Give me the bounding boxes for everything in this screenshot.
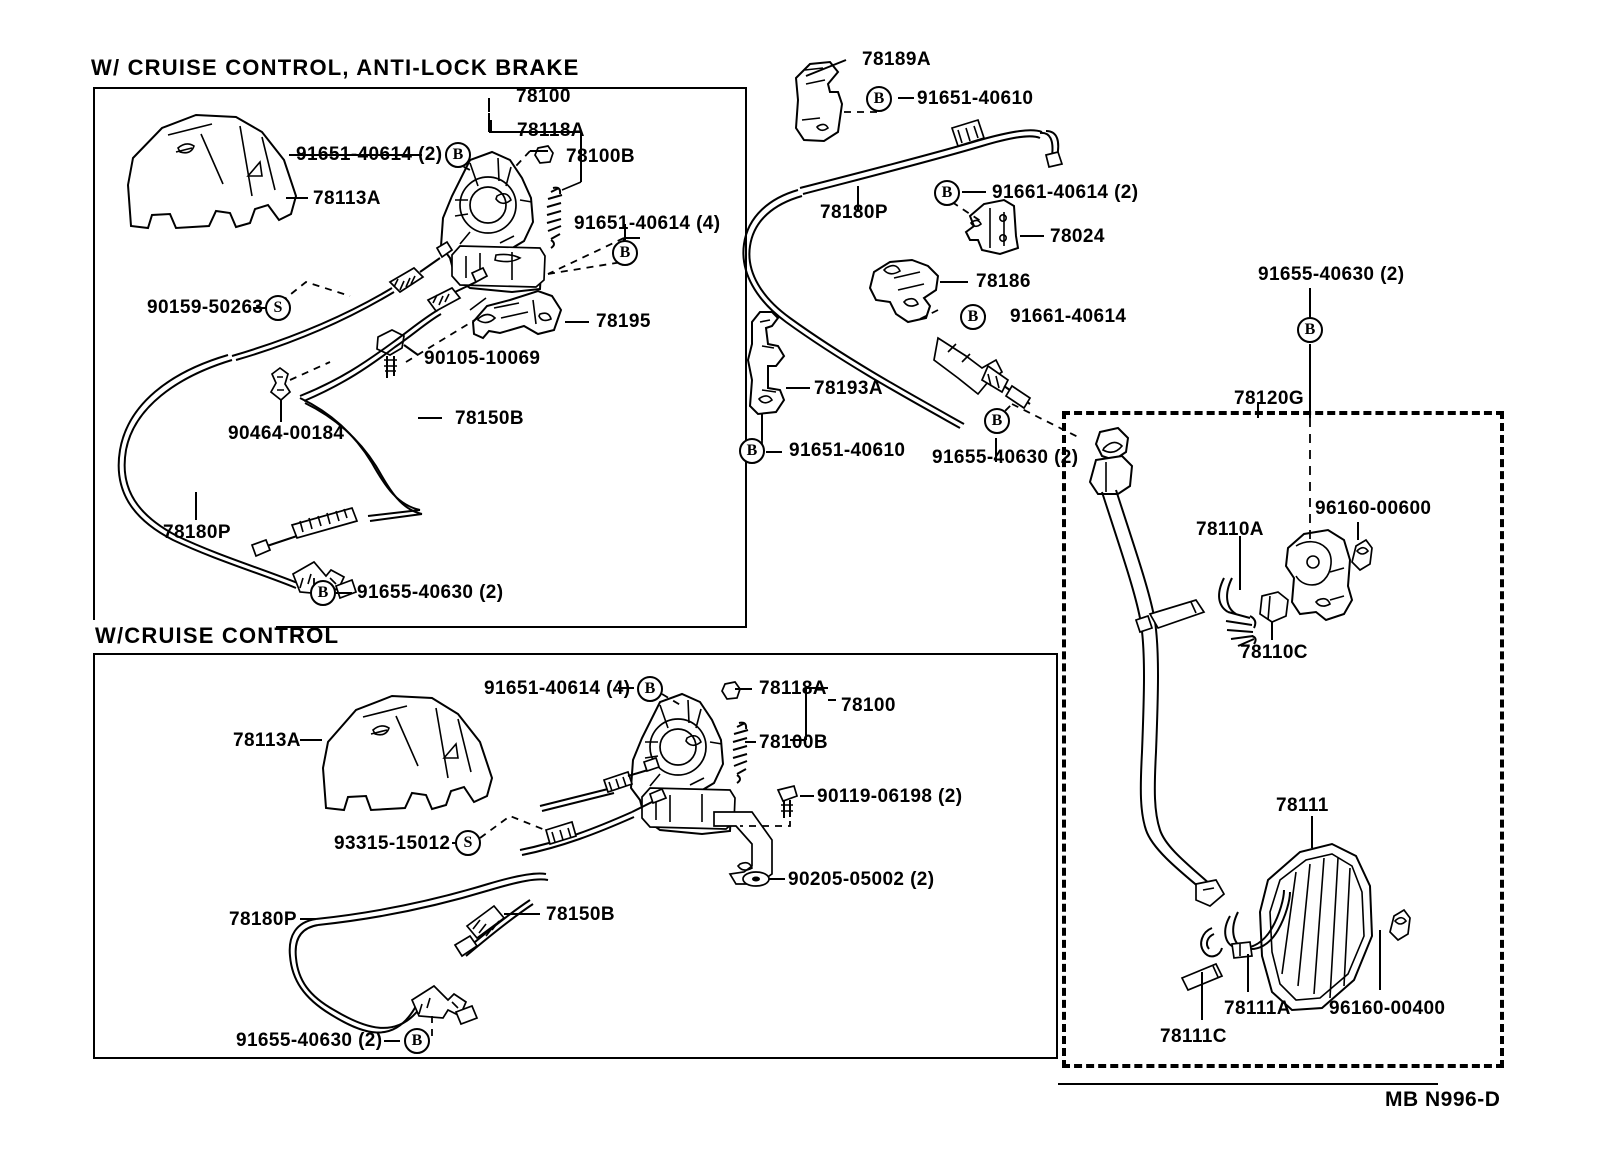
label-78100-p2: 78100	[841, 695, 896, 716]
b-mark-91651-40614-4-p1: B	[612, 240, 638, 266]
label-78193A: 78193A	[814, 378, 883, 399]
label-91661-40614: 91661-40614	[1010, 306, 1127, 327]
label-78120G: 78120G	[1234, 388, 1305, 409]
label-78180P-center: 78180P	[820, 202, 888, 223]
label-91651-40610-top: 91651-40610	[917, 88, 1034, 109]
label-78110A: 78110A	[1196, 519, 1264, 540]
label-91651-40614-2-p1: 91651-40614 (2)	[296, 144, 443, 165]
label-78118A-p1: 78118A	[517, 120, 585, 141]
panel-3-dashed-box	[1062, 411, 1504, 1068]
label-78180P-p2: 78180P	[229, 909, 297, 930]
label-78150B-p2: 78150B	[546, 904, 615, 925]
b-mark-91661-40614: B	[960, 304, 986, 330]
b-mark-91655-40630-2-p3: B	[1297, 317, 1323, 343]
label-90205-05002-2-p2: 90205-05002 (2)	[788, 869, 935, 890]
label-90119-06198-2-p2: 90119-06198 (2)	[817, 786, 963, 807]
b-mark-91651-40614-4-p2: B	[637, 676, 663, 702]
label-78111A: 78111A	[1224, 998, 1291, 1019]
b-mark-91651-40610-bot: B	[739, 438, 765, 464]
label-78100-p1: 78100	[516, 86, 571, 107]
art-78024-bracket	[964, 198, 1020, 256]
label-91655-40630-2-center: 91655-40630 (2)	[932, 447, 1079, 468]
label-78195-p1: 78195	[596, 311, 651, 332]
label-91661-40614-2: 91661-40614 (2)	[992, 182, 1139, 203]
art-78189A-bracket	[794, 60, 844, 143]
s-mark-93315-15012-p2: S	[455, 830, 481, 856]
label-90464-00184-p1: 90464-00184	[228, 423, 345, 444]
diagram-footer-code: MB N996-D	[1385, 1088, 1501, 1111]
label-78100B-p1: 78100B	[566, 146, 635, 167]
label-78100B-p2: 78100B	[759, 732, 828, 753]
panel1-title-mask	[88, 52, 506, 78]
label-78113A-p1: 78113A	[313, 188, 381, 209]
label-78113A-p2: 78113A	[233, 730, 301, 751]
s-mark-90159-50263-p1: S	[265, 295, 291, 321]
label-90105-10069-p1: 90105-10069	[424, 348, 541, 369]
b-mark-91655-40630-2-p2: B	[404, 1028, 430, 1054]
label-91655-40630-2-p2: 91655-40630 (2)	[236, 1030, 383, 1051]
b-mark-91655-40630-2-center: B	[984, 408, 1010, 434]
label-96160-00600: 96160-00600	[1315, 498, 1432, 519]
label-78186: 78186	[976, 271, 1031, 292]
label-78189A: 78189A	[862, 49, 931, 70]
panel2-title-mask	[90, 620, 276, 646]
panel-2-box	[93, 653, 1058, 1059]
label-96160-00400: 96160-00400	[1329, 998, 1446, 1019]
label-91655-40630-2-p3: 91655-40630 (2)	[1258, 264, 1405, 285]
b-mark-91655-40630-2-p1: B	[310, 580, 336, 606]
label-91651-40610-bot: 91651-40610	[789, 440, 906, 461]
panel-2-title-visible: W/CRUISE CONTROL	[95, 623, 340, 648]
label-91651-40614-4-p2: 91651-40614 (4)	[484, 678, 631, 699]
label-78180P-p1: 78180P	[163, 522, 231, 543]
label-78110C: 78110C	[1240, 642, 1308, 663]
label-78150B-p1: 78150B	[455, 408, 524, 429]
label-93315-15012-p2: 93315-15012	[334, 833, 451, 854]
label-78118A-p2: 78118A	[759, 678, 827, 699]
b-mark-91651-40614-2-p1: B	[445, 142, 471, 168]
art-78193A-bracket	[746, 311, 786, 416]
art-78186-bracket	[868, 258, 940, 324]
panel-1-title-visible: W/ CRUISE CONTROL, ANTI-LOCK BRAKE	[91, 55, 580, 80]
label-91655-40630-2-p1: 91655-40630 (2)	[357, 582, 504, 603]
label-78111: 78111	[1276, 795, 1329, 816]
b-mark-91651-40610-top: B	[866, 86, 892, 112]
panel-1-box	[93, 87, 747, 628]
b-mark-91661-40614-2: B	[934, 180, 960, 206]
label-90159-50263-p1: 90159-50263	[147, 297, 264, 318]
label-91651-40614-4-p1: 91651-40614 (4)	[574, 213, 721, 234]
panel3-edge-mask	[1066, 415, 1069, 1064]
label-78024: 78024	[1050, 226, 1105, 247]
label-78111C: 78111C	[1160, 1026, 1227, 1047]
